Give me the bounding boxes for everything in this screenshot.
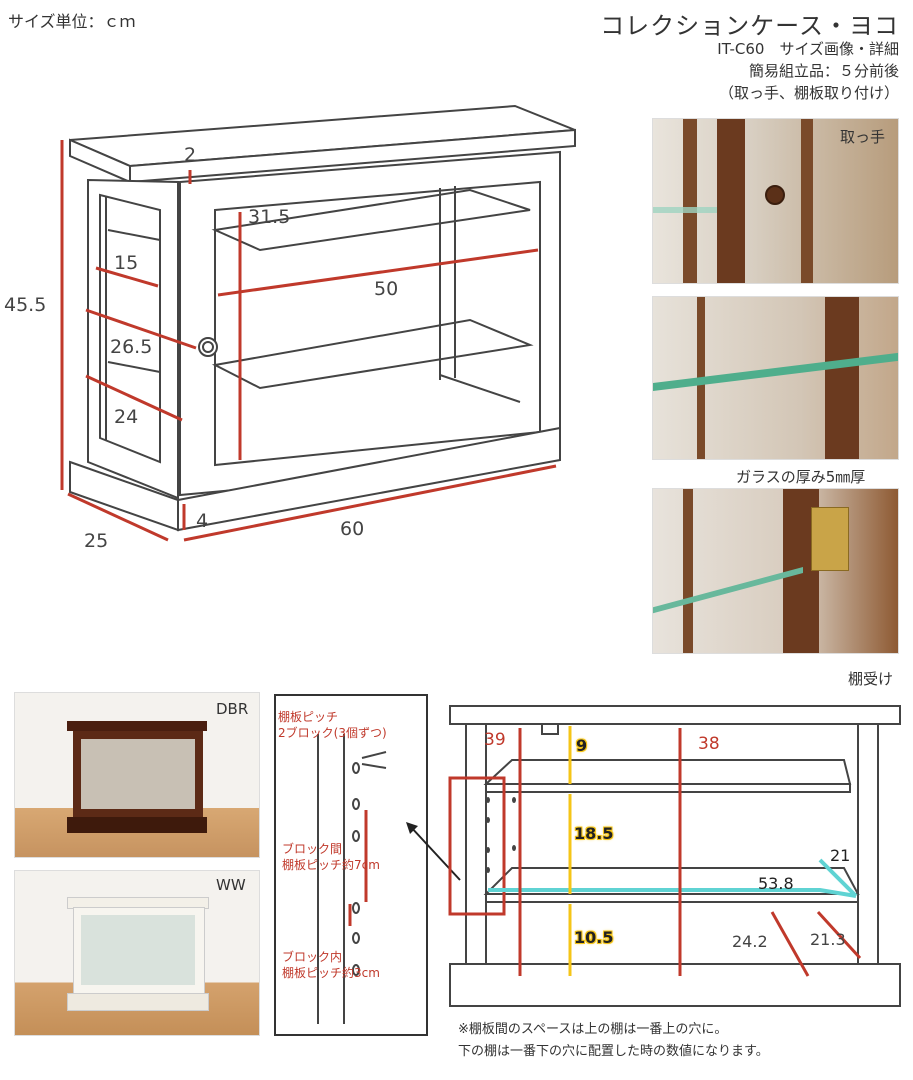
dim-top-thickness: 2 — [184, 144, 197, 166]
pitch-within-line2: 棚板ピッチ約3cm — [282, 966, 380, 980]
footnote-line2: 下の棚は一番下の穴に配置した時の数値になります。 — [458, 1044, 769, 1059]
dim-interior-18-5: 18.5 — [574, 824, 614, 843]
cabinet-line-drawing — [60, 104, 576, 542]
ww-variant-photo — [14, 870, 260, 1036]
glass-thickness-photo — [652, 296, 899, 460]
unit-label: サイズ単位：ｃｍ — [8, 12, 136, 31]
dim-interior-53-8: 53.8 — [758, 874, 794, 893]
pitch-within-line1: ブロック内 — [282, 950, 343, 964]
dim-interior-21: 21 — [830, 846, 851, 865]
dim-interior-9: 9 — [576, 736, 588, 755]
dim-interior-39: 39 — [484, 730, 506, 750]
pitch-between-line1: ブロック間 — [282, 842, 343, 856]
pitch-title-line2: 2ブロック(3個ずつ) — [278, 726, 387, 740]
shelf-support-label: 棚受け — [848, 670, 894, 688]
interior-section-diagram — [448, 705, 901, 1007]
dim-interior-10-5: 10.5 — [574, 928, 614, 947]
handle-photo — [652, 118, 899, 284]
shelf-pitch-box — [274, 694, 428, 1036]
dim-depth-top: 15 — [114, 252, 139, 274]
footnote-line1: ※棚板間のスペースは上の棚は一番上の穴に。 — [458, 1022, 728, 1037]
dim-interior-24-2: 24.2 — [732, 932, 768, 951]
dbr-label: DBR — [216, 700, 249, 718]
dim-interior-21-3: 21.3 — [810, 930, 846, 949]
knob-icon — [765, 185, 785, 205]
dim-depth-bottom: 24 — [114, 406, 139, 428]
dim-base-height: 4 — [196, 510, 209, 532]
dim-depth-mid: 26.5 — [110, 336, 153, 358]
dim-inner-width: 50 — [374, 278, 399, 300]
handle-label: 取っ手 — [840, 128, 886, 146]
ww-label: WW — [216, 876, 246, 894]
dim-height: 45.5 — [4, 294, 47, 316]
assembly-note: （取っ手、棚板取り付け） — [718, 84, 899, 102]
model-info: IT-C60 サイズ画像・詳細 — [717, 40, 899, 58]
pitch-between-line2: 棚板ピッチ約7cm — [282, 858, 380, 872]
dim-depth: 25 — [84, 530, 109, 552]
shelf-support-photo — [652, 488, 899, 654]
glass-thickness-label: ガラスの厚み5㎜厚 — [736, 468, 866, 486]
dim-inner-height: 31.5 — [248, 206, 291, 228]
dim-interior-38: 38 — [698, 734, 720, 754]
dim-width: 60 — [340, 518, 365, 540]
pointer-arrow-icon — [406, 822, 461, 881]
assembly-time: 簡易組立品：５分前後 — [748, 62, 899, 80]
pitch-title-line1: 棚板ピッチ — [278, 710, 339, 724]
dbr-variant-photo — [14, 692, 260, 858]
hinge-icon — [811, 507, 849, 571]
page-title: コレクションケース・ヨコ — [600, 12, 899, 40]
